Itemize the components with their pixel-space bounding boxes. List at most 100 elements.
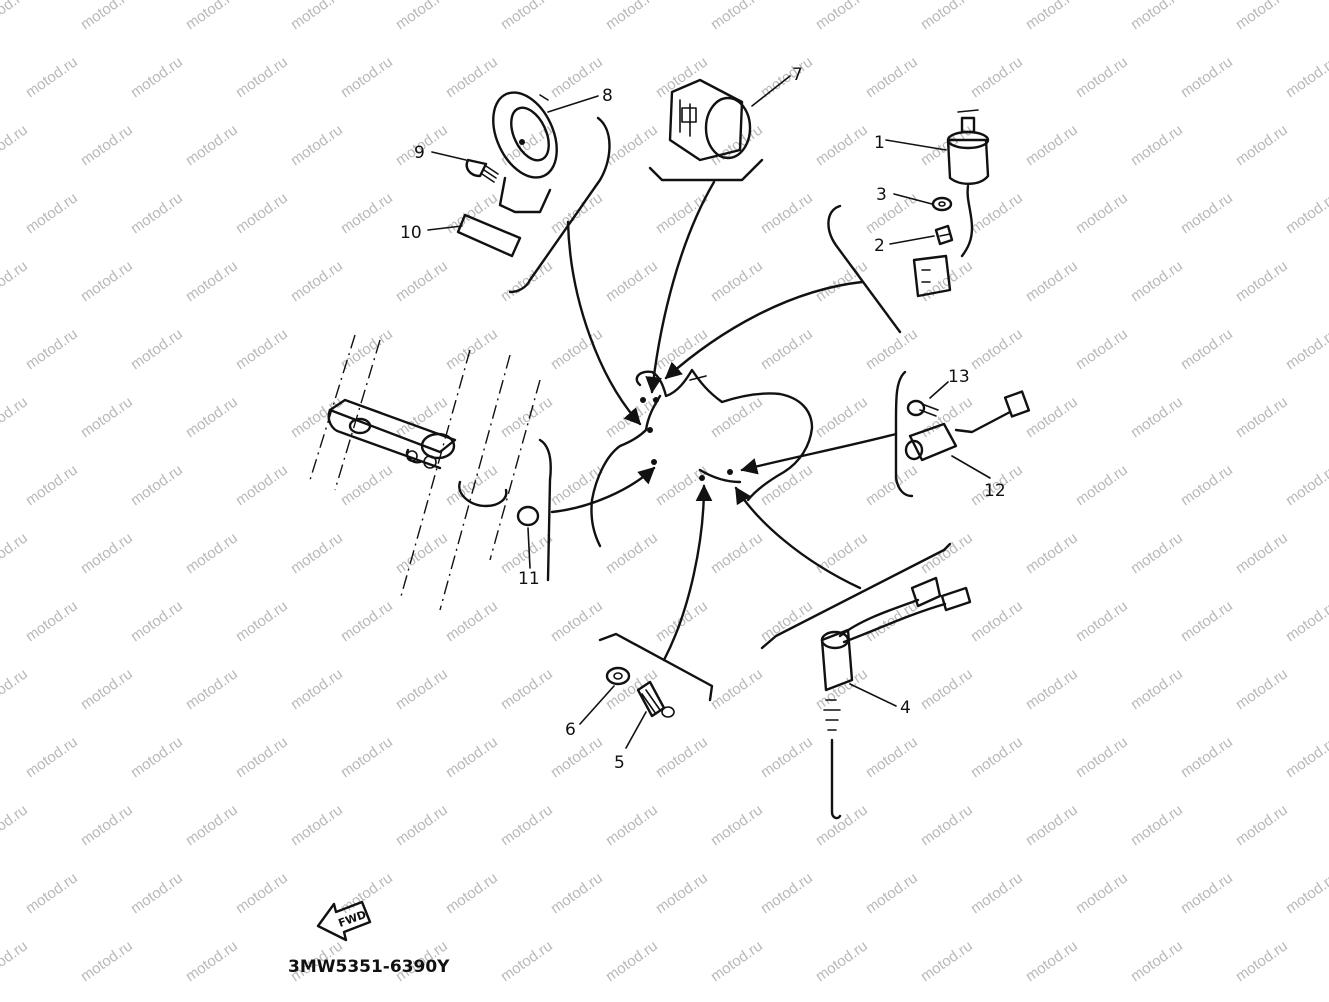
part-label-8: 8 xyxy=(602,86,613,106)
watermark-text: motod.ru xyxy=(548,597,606,645)
watermark-text: motod.ru xyxy=(233,325,291,373)
bolt-part-2 xyxy=(934,224,954,246)
horn-part xyxy=(492,91,558,214)
watermark-text: motod.ru xyxy=(1178,461,1236,509)
watermark-text: motod.ru xyxy=(863,461,921,509)
watermark-text: motod.ru xyxy=(23,461,81,509)
watermark-text: motod.ru xyxy=(813,0,871,33)
watermark-text: motod.ru xyxy=(128,189,186,237)
watermark-text: motod.ru xyxy=(23,733,81,781)
watermark-text: motod.ru xyxy=(1128,529,1186,577)
watermark-text: motod.ru xyxy=(603,937,661,985)
watermark-text: motod.ru xyxy=(183,665,241,713)
watermark-text: motod.ru xyxy=(813,937,871,985)
watermark-text: motod.ru xyxy=(183,529,241,577)
watermark-text: motod.ru xyxy=(968,733,1026,781)
plug-part-5 xyxy=(636,680,675,718)
part-label-12: 12 xyxy=(984,481,1006,501)
watermark-text: motod.ru xyxy=(288,257,346,305)
watermark-text: motod.ru xyxy=(968,53,1026,101)
diagram-code: 3MW5351-6390Y xyxy=(288,957,450,977)
watermark-text: motod.ru xyxy=(78,121,136,169)
watermark-text: motod.ru xyxy=(183,937,241,985)
watermark-text: motod.ru xyxy=(1178,597,1236,645)
watermark-text: motod.ru xyxy=(758,325,816,373)
washer-part-3 xyxy=(931,196,953,212)
watermark-text: motod.ru xyxy=(1178,325,1236,373)
watermark-text: motod.ru xyxy=(603,801,661,849)
watermark-text: motod.ru xyxy=(548,53,606,101)
watermark-text: motod.ru xyxy=(708,257,766,305)
watermark-text: motod.ru xyxy=(443,325,501,373)
sensor-part-12 xyxy=(904,390,1031,462)
watermark-text: motod.ru xyxy=(1023,937,1081,985)
watermark-text: motod.ru xyxy=(1128,121,1186,169)
watermark-text: motod.ru xyxy=(183,801,241,849)
group-brackets xyxy=(508,116,952,702)
watermark-text: motod.ru xyxy=(288,0,346,33)
watermark-text: motod.ru xyxy=(758,733,816,781)
watermark-text: motod.ru xyxy=(498,0,556,33)
watermark-text: motod.ru xyxy=(708,529,766,577)
watermark-text: motod.ru xyxy=(1233,393,1291,441)
watermark-text: motod.ru xyxy=(393,801,451,849)
watermark-text: motod.ru xyxy=(1178,869,1236,917)
watermark-text: motod.ru xyxy=(78,937,136,985)
part-labels: 1 2 3 4 5 6 7 8 9 10 11 12 13 xyxy=(400,65,1006,773)
watermark-text: motod.ru xyxy=(78,529,136,577)
watermark-text: motod.ru xyxy=(78,801,136,849)
switch-part-4 xyxy=(820,576,972,820)
main-switch-part-1 xyxy=(912,109,990,298)
watermark-text: motod.ru xyxy=(183,257,241,305)
watermark-text: motod.ru xyxy=(708,0,766,33)
watermark-text: motod.ru xyxy=(1023,121,1081,169)
watermark-text: motod.ru xyxy=(918,121,976,169)
watermark-text: motod.ru xyxy=(393,529,451,577)
fwd-arrow-icon: FWD xyxy=(316,900,372,942)
watermark-text: motod.ru xyxy=(1023,393,1081,441)
watermark-text: motod.ru xyxy=(338,325,396,373)
watermark-text: motod.ru xyxy=(653,733,711,781)
watermark-text: motod.ru xyxy=(918,393,976,441)
watermark-text: motod.ru xyxy=(1023,801,1081,849)
watermark-text: motod.ru xyxy=(1233,0,1291,33)
watermark-text: motod.ru xyxy=(128,597,186,645)
part-label-4: 4 xyxy=(900,698,911,718)
watermark-text: motod.ru xyxy=(708,393,766,441)
watermark-text: motod.ru xyxy=(863,733,921,781)
watermark-text: motod.ru xyxy=(918,801,976,849)
watermark-text: motod.ru xyxy=(0,801,31,849)
watermark-text: motod.ru xyxy=(23,597,81,645)
watermark-text: motod.ru xyxy=(968,189,1026,237)
watermark-text: motod.ru xyxy=(338,53,396,101)
watermark-text: motod.ru xyxy=(1178,53,1236,101)
watermark-text: motod.ru xyxy=(1128,937,1186,985)
watermark-text: motod.ru xyxy=(233,597,291,645)
part-label-1: 1 xyxy=(874,133,885,153)
watermark-text: motod.ru xyxy=(918,665,976,713)
watermark-text: motod.ru xyxy=(1128,393,1186,441)
watermark-text: motod.ru xyxy=(288,393,346,441)
watermark-text: motod.ru xyxy=(0,665,31,713)
watermark-text: motod.ru xyxy=(1233,257,1291,305)
watermark-text: motod.ru xyxy=(918,529,976,577)
watermark-text: motod.ru xyxy=(813,801,871,849)
part-label-10: 10 xyxy=(400,223,422,243)
watermark-text: motod.ru xyxy=(443,53,501,101)
watermark-text: motod.ru xyxy=(1233,121,1291,169)
watermark-text: motod.ru xyxy=(1073,597,1131,645)
watermark-text: motod.ru xyxy=(78,665,136,713)
watermark-text: motod.ru xyxy=(1073,869,1131,917)
watermark-text: motod.ru xyxy=(23,869,81,917)
watermark-text: motod.ru xyxy=(1283,189,1329,237)
watermark-text: motod.ru xyxy=(443,733,501,781)
watermark-text: motod.ru xyxy=(1233,529,1291,577)
part-label-5: 5 xyxy=(614,753,625,773)
watermark-text: motod.ru xyxy=(758,461,816,509)
front-fork-assembly xyxy=(309,334,541,611)
watermark-text: motod.ru xyxy=(233,189,291,237)
connection-arrows xyxy=(550,180,898,662)
watermark-text: motod.ru xyxy=(1073,53,1131,101)
watermark-text: motod.ru xyxy=(183,0,241,33)
